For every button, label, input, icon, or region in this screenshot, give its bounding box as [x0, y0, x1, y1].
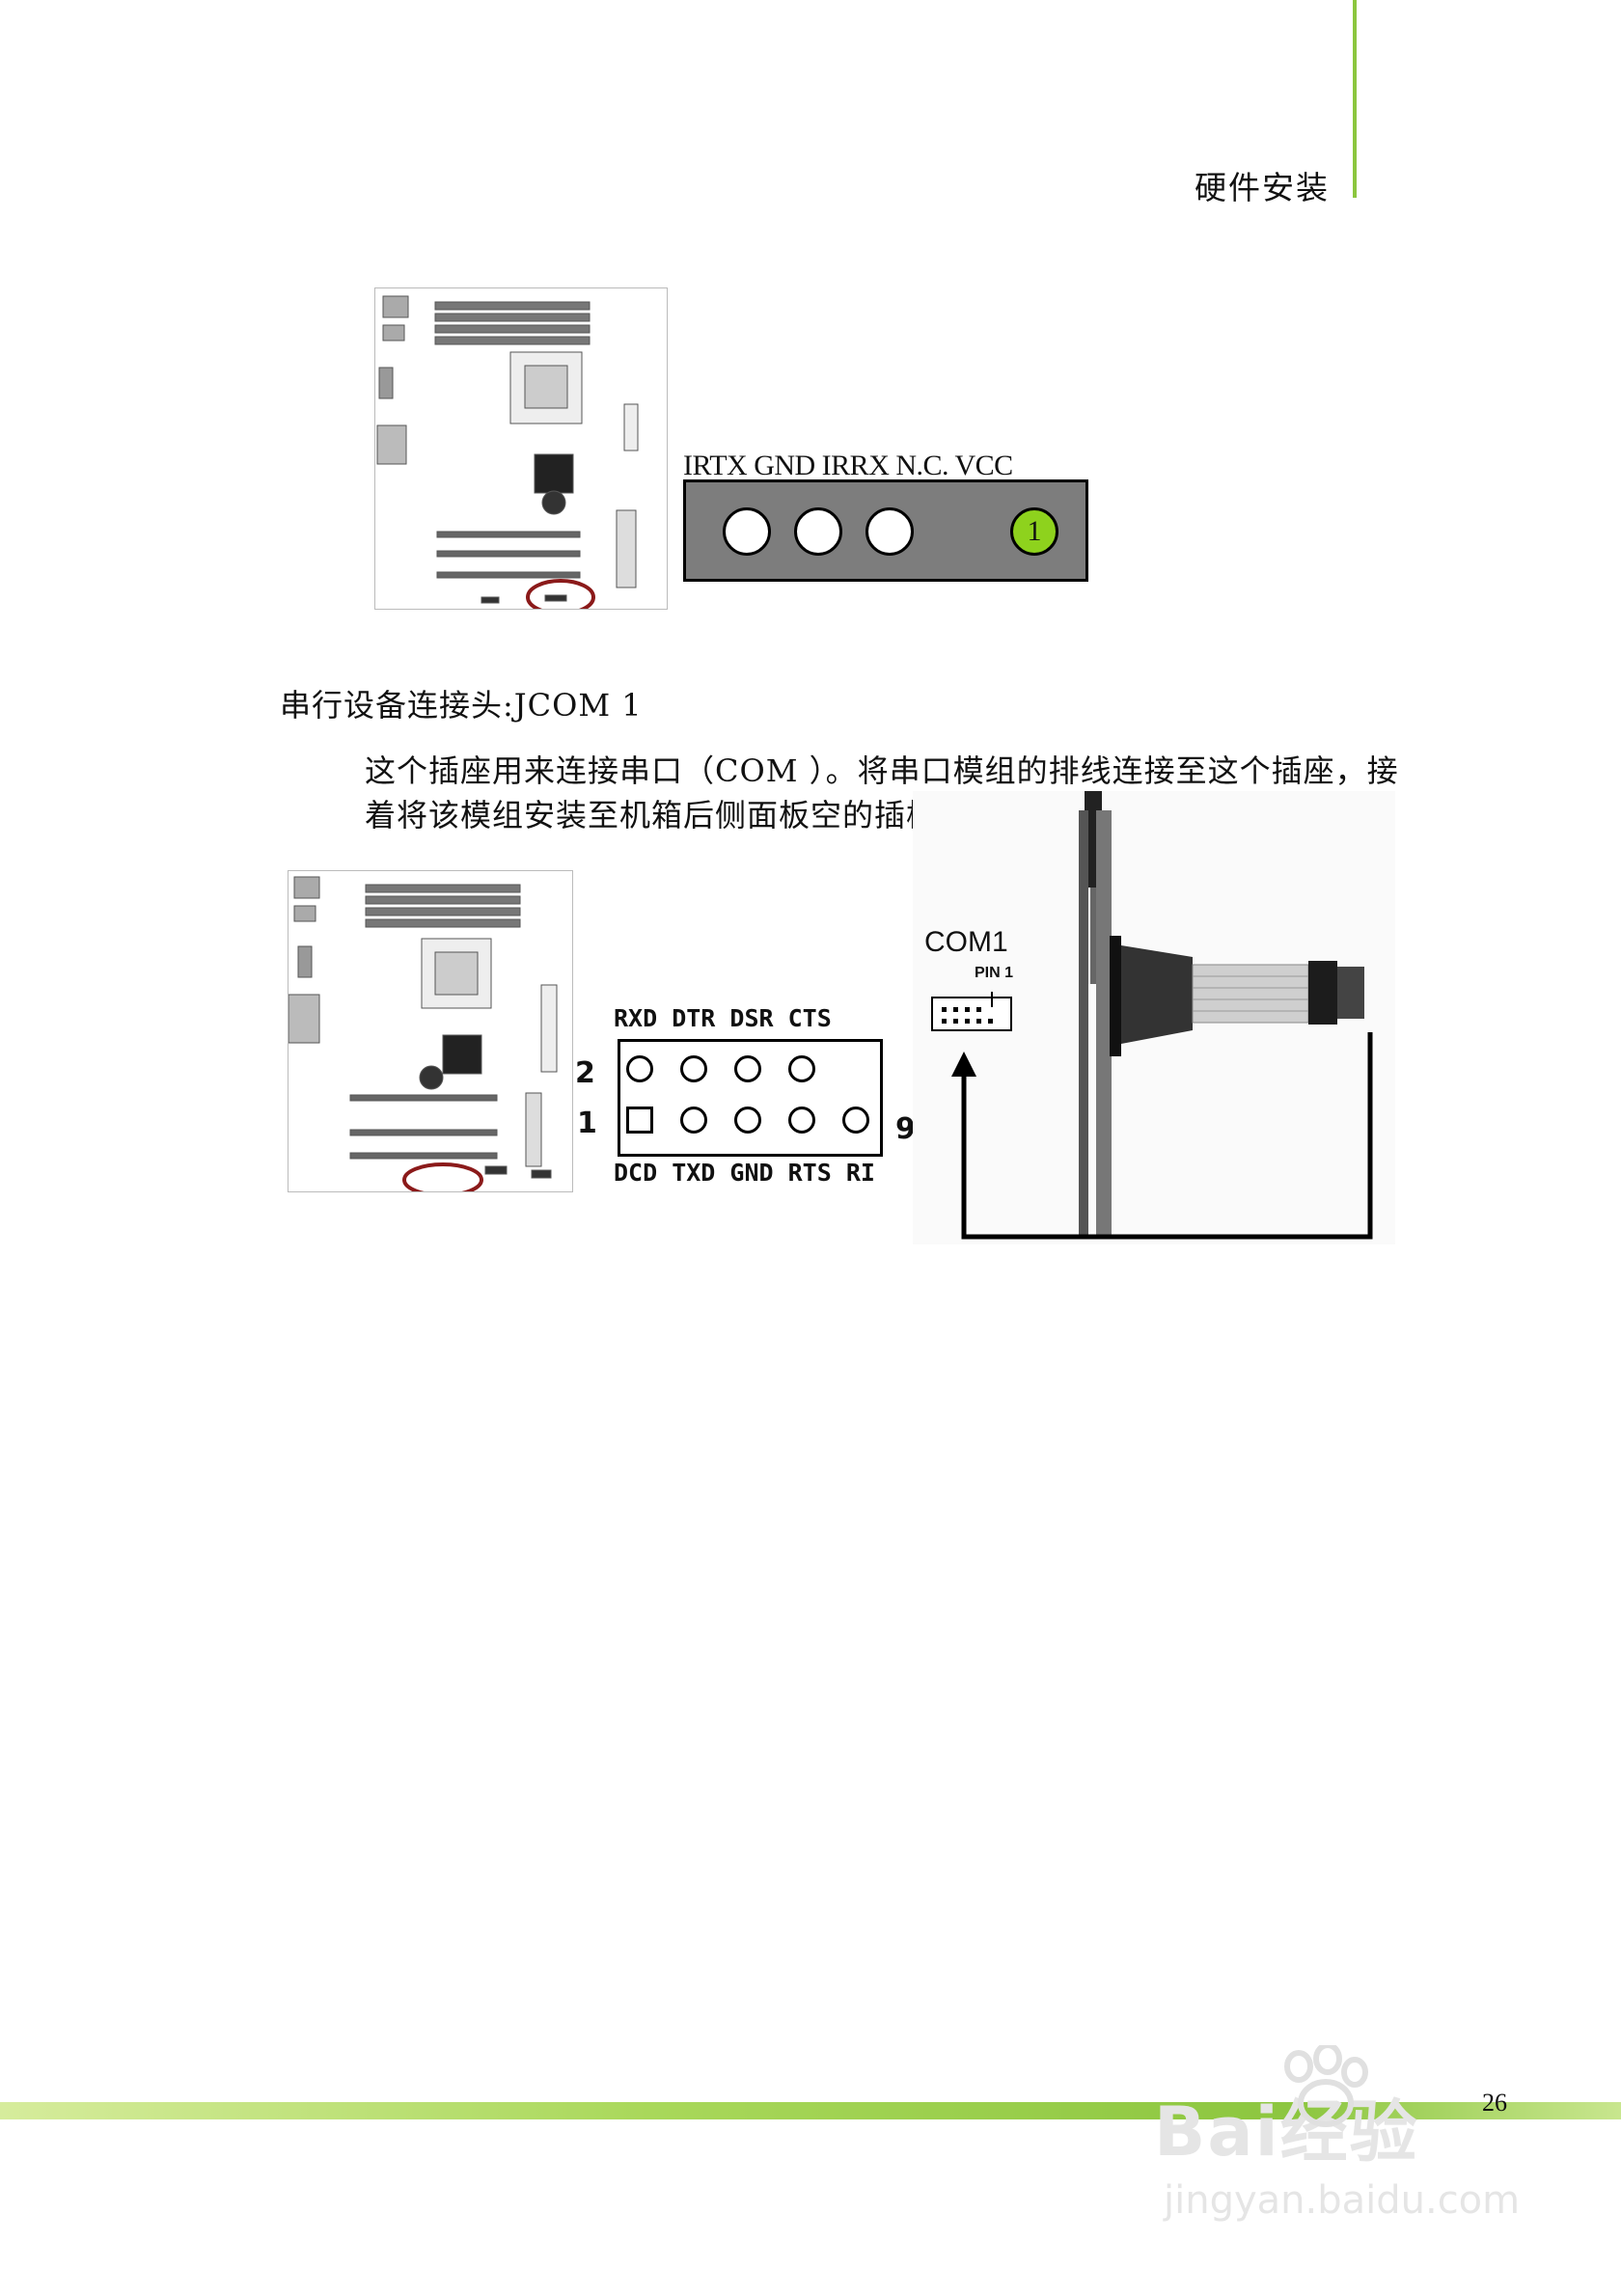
ir-pin-gnd [794, 507, 842, 556]
ir-pin-vcc: 1 [1010, 507, 1058, 556]
com-row-1-number: 1 [577, 1107, 597, 1140]
paw-logo-icon [1284, 2045, 1368, 2127]
com-pin [680, 1055, 707, 1082]
pin1-label: PIN 1 [975, 965, 1014, 981]
section-paragraph: 这个插座用来连接串口（COM ）。将串口模组的排线连接至这个插座，接 着将该模组… [365, 749, 1426, 837]
paragraph-line: 这个插座用来连接串口（COM ）。将串口模组的排线连接至这个插座，接 [365, 752, 1399, 789]
chapter-title: 硬件安装 [1195, 169, 1330, 206]
com-pin [626, 1055, 653, 1082]
paragraph-line: 着将该模组安装至机箱后侧面板空的插槽中。 [365, 797, 1003, 834]
footer-accent-bar [0, 2102, 1621, 2119]
header-accent-bar [1353, 0, 1357, 198]
com-pin-header [618, 1039, 883, 1157]
ir-pin-irtx [723, 507, 771, 556]
com-pin [734, 1107, 761, 1134]
com-row-2-number: 2 [575, 1056, 595, 1090]
com-bottom-labels: DCD TXD GND RTS RI [614, 1159, 875, 1187]
motherboard-diagram-com [288, 870, 573, 1192]
section-heading: 串行设备连接头:JCOM 1 [280, 687, 643, 724]
watermark-brand: Bai经验 [1154, 2092, 1419, 2172]
com-top-labels: RXD DTR DSR CTS [614, 1004, 832, 1032]
page-number: 26 [1482, 2089, 1507, 2117]
com-bracket-illustration [913, 791, 1395, 1244]
com-pin [788, 1107, 815, 1134]
com-pin-9-number: 9 [895, 1112, 916, 1146]
com-pin-1 [626, 1107, 653, 1134]
ir-connector-diagram: 1 [683, 479, 1088, 582]
motherboard-diagram-ir [374, 287, 668, 610]
com-pin [788, 1055, 815, 1082]
ir-pin-irrx [865, 507, 914, 556]
com-pin [842, 1107, 869, 1134]
ir-pin-labels: IRTX GND IRRX N.C. VCC [683, 450, 1013, 481]
com-pin [734, 1055, 761, 1082]
watermark-url: jingyan.baidu.com [1164, 2178, 1521, 2223]
com-pin [680, 1107, 707, 1134]
com1-label: COM1 [924, 926, 1008, 958]
